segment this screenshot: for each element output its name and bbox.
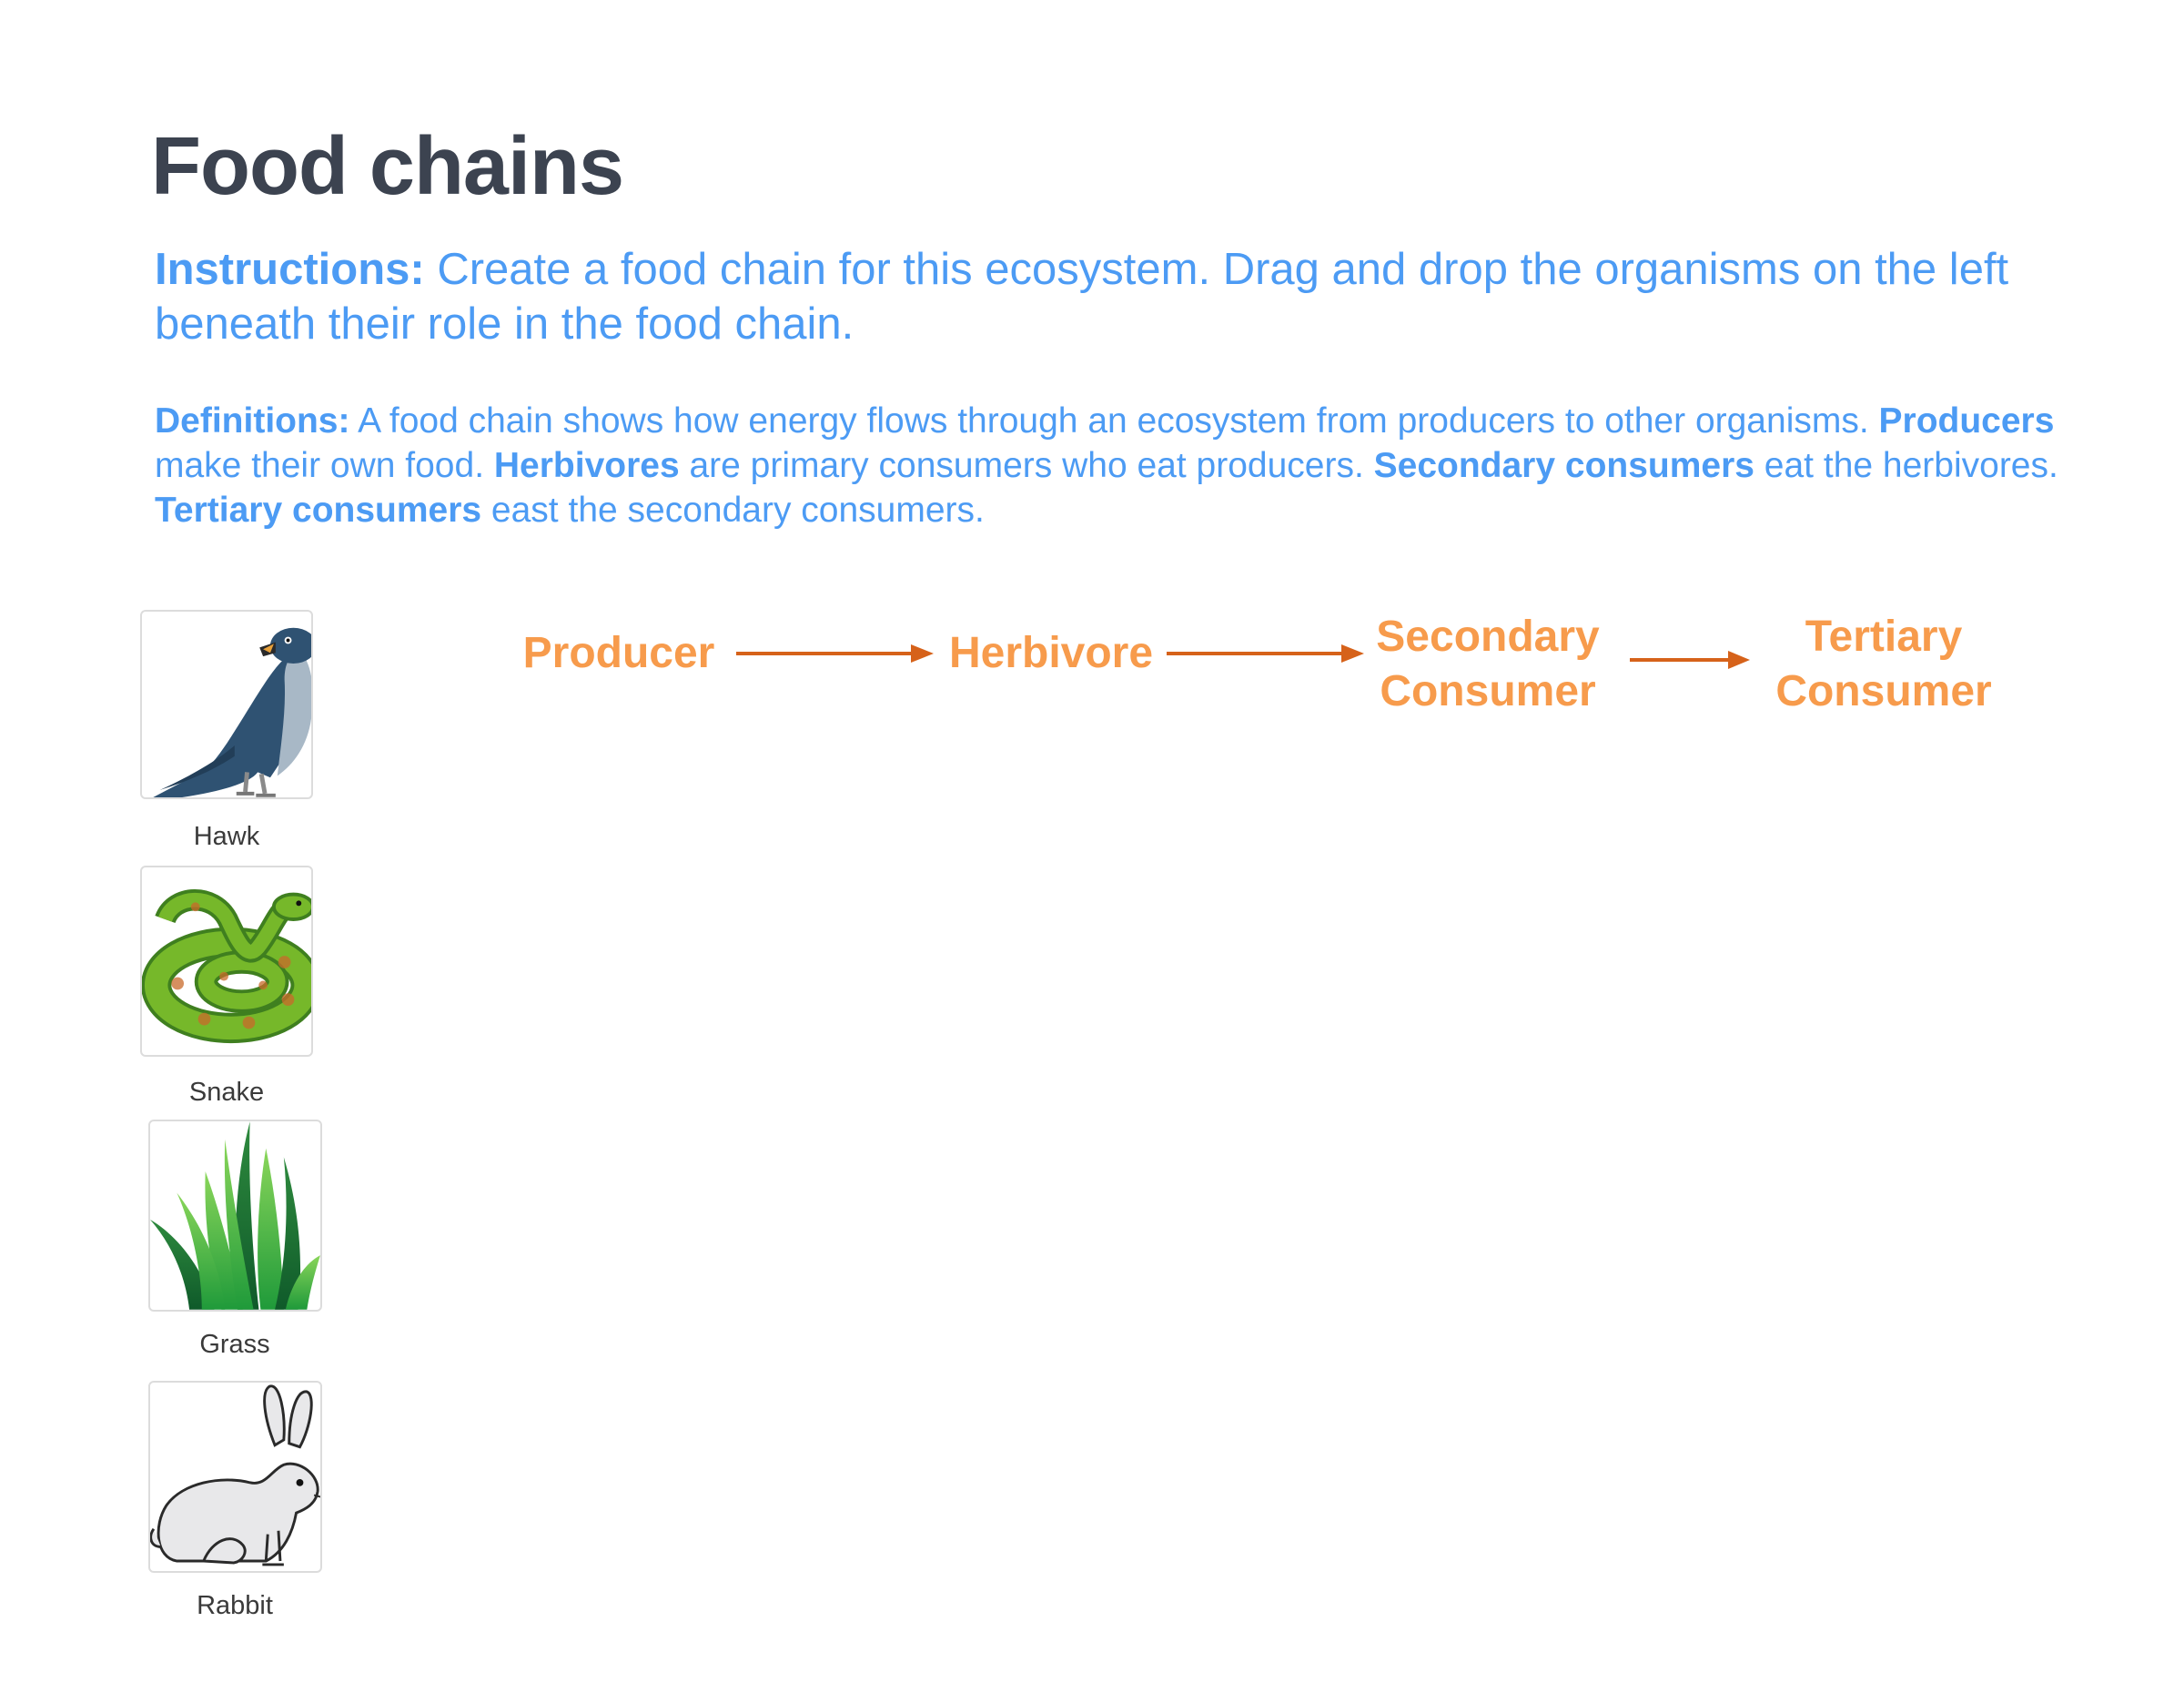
organism-card-grass[interactable]: [148, 1120, 322, 1312]
role-secondary-line1: Secondary: [1376, 613, 1600, 661]
definitions-part3: are primary consumers who eat producers.: [679, 446, 1374, 485]
hawk-icon: [153, 627, 311, 797]
term-tertiary-consumers: Tertiary consumers: [155, 491, 482, 530]
page-title: Food chains: [151, 121, 624, 212]
definitions-label: Definitions:: [155, 401, 350, 441]
role-secondary-line2: Consumer: [1380, 667, 1596, 715]
role-tertiary-line1: Tertiary: [1805, 613, 1963, 661]
role-producer-text: Producer: [522, 629, 715, 677]
role-herbivore: Herbivore: [910, 626, 1192, 681]
definitions-text: Definitions: A food chain shows how ener…: [155, 399, 2138, 532]
role-producer: Producer: [473, 626, 764, 681]
role-secondary-consumer: Secondary Consumer: [1347, 610, 1629, 719]
role-herbivore-text: Herbivore: [948, 629, 1154, 677]
grass-icon: [150, 1121, 320, 1310]
definitions-part1: A food chain shows how energy flows thro…: [349, 401, 1879, 441]
definitions-part2: make their own food.: [155, 446, 494, 485]
definitions-part5: east the secondary consumers.: [481, 491, 985, 530]
organism-label-snake: Snake: [188, 1078, 265, 1107]
rabbit-icon: [150, 1384, 320, 1566]
organism-card-snake[interactable]: [140, 866, 313, 1057]
arrow-icon: [1630, 651, 1750, 669]
organism-card-rabbit[interactable]: [148, 1381, 322, 1573]
instructions-body: Create a food chain for this ecosystem. …: [155, 245, 2009, 349]
term-herbivores: Herbivores: [493, 446, 680, 485]
organism-label-rabbit: Rabbit: [197, 1591, 273, 1620]
instructions-text: Instructions: Create a food chain for th…: [155, 242, 2111, 351]
instructions-label: Instructions:: [155, 245, 425, 294]
definitions-part4: eat the herbivores.: [1754, 446, 2058, 485]
arrow-icon: [736, 644, 934, 663]
organism-label-grass: Grass: [199, 1330, 270, 1359]
role-tertiary-consumer: Tertiary Consumer: [1747, 610, 2020, 719]
arrow-icon: [1167, 644, 1364, 663]
term-producers: Producers: [1878, 401, 2055, 441]
role-tertiary-line2: Consumer: [1775, 667, 1992, 715]
organism-card-hawk[interactable]: [140, 610, 313, 799]
snake-icon: [142, 889, 311, 1044]
organism-label-hawk: Hawk: [193, 822, 260, 851]
term-secondary-consumers: Secondary consumers: [1373, 446, 1754, 485]
